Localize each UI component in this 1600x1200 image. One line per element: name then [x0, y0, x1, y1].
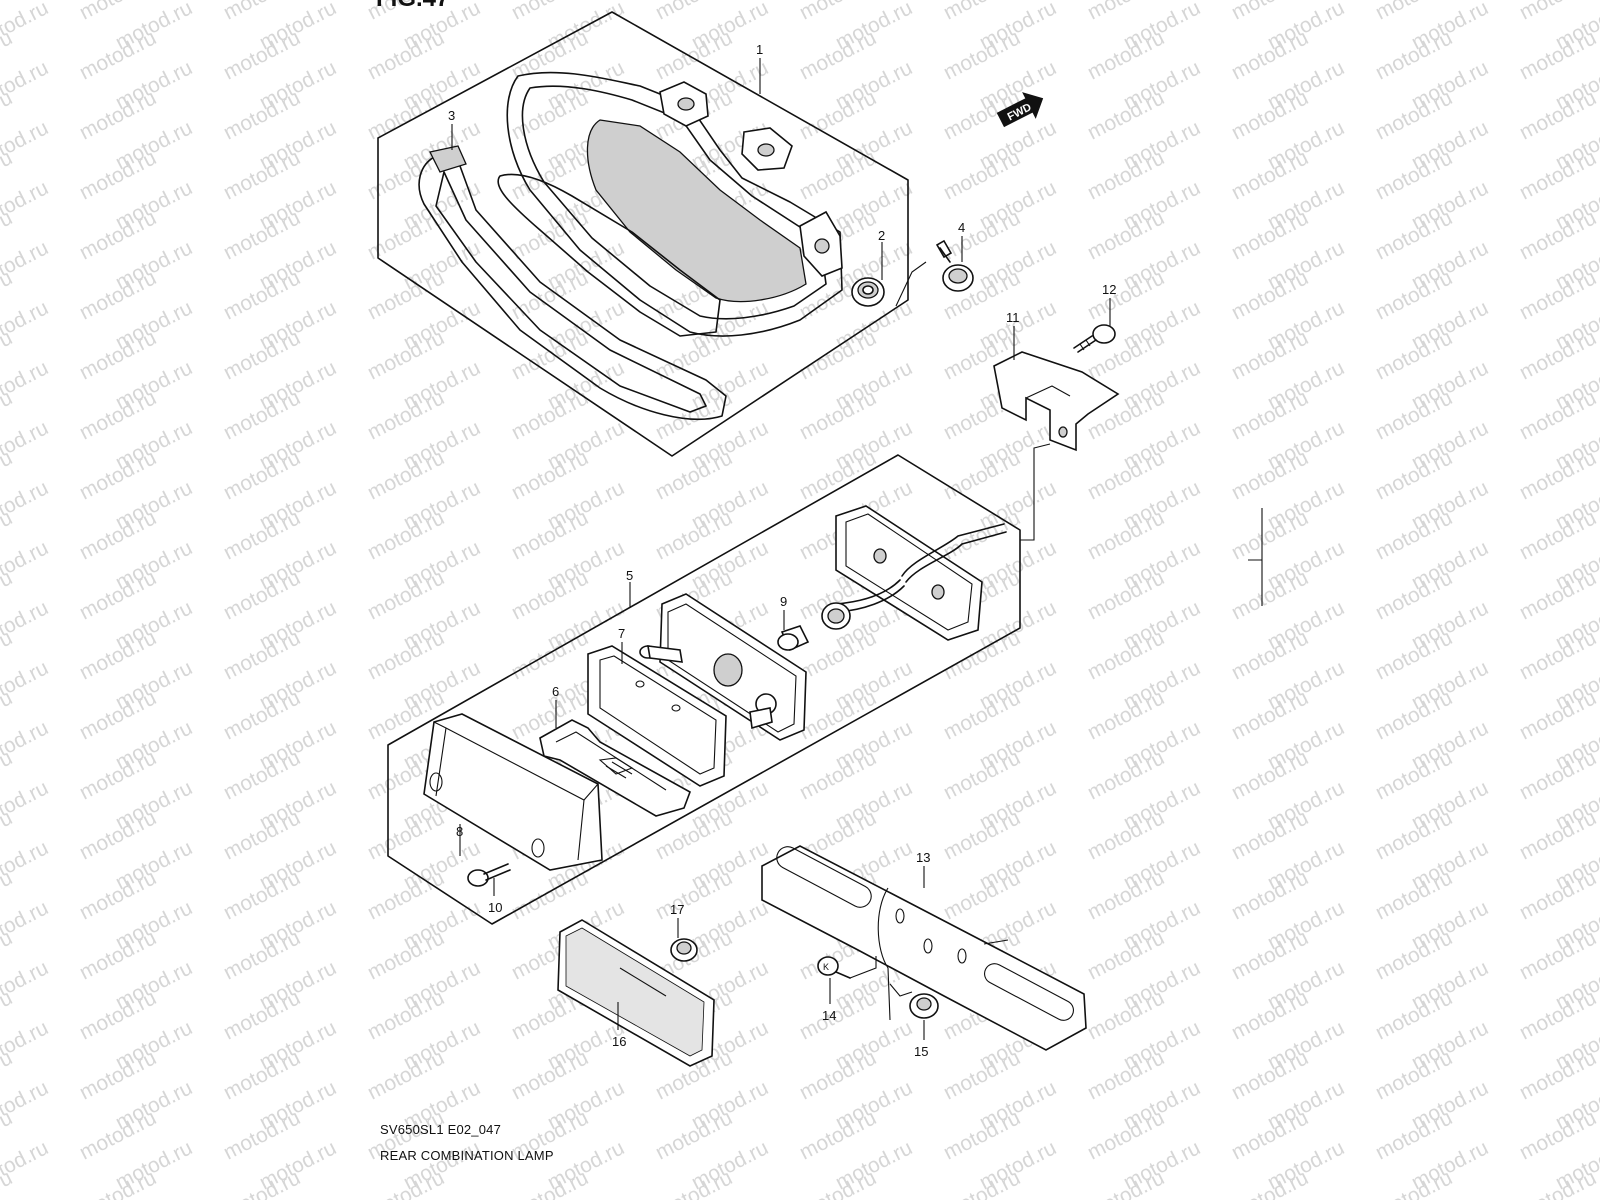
callout-3: 3 — [448, 108, 455, 123]
screw-part-10 — [467, 863, 511, 887]
callout-8: 8 — [456, 824, 463, 839]
grommet-part-2 — [851, 277, 885, 307]
callout-13: 13 — [916, 850, 930, 865]
right-edge-line — [1248, 508, 1263, 606]
plate-bracket-part-13 — [761, 845, 1087, 1051]
callout-5: 5 — [626, 568, 633, 583]
callout-16: 16 — [612, 1034, 626, 1049]
bolt-part-14: K — [817, 956, 877, 979]
callout-leaders — [451, 58, 1111, 1040]
callout-12: 12 — [1102, 282, 1116, 297]
callout-1: 1 — [756, 42, 763, 57]
callout-11: 11 — [1006, 310, 1020, 325]
nut-part-15 — [889, 983, 939, 1019]
watermark-text: motod.ru — [0, 1196, 52, 1200]
callout-9: 9 — [780, 594, 787, 609]
nut-part-17 — [670, 938, 698, 962]
bulb-part-9 — [777, 602, 851, 652]
svg-text:K: K — [823, 962, 829, 972]
callout-2: 2 — [878, 228, 885, 243]
callout-4: 4 — [958, 220, 965, 235]
figure-code: SV650SL1 E02_047 — [380, 1122, 502, 1137]
bolt-part-4 — [895, 239, 974, 307]
lens-gasket-strip — [418, 145, 727, 421]
lamp-base-part-5 — [639, 593, 807, 741]
callout-14: 14 — [822, 1008, 836, 1023]
callout-7: 7 — [618, 626, 625, 641]
callout-6: 6 — [552, 684, 559, 699]
figure-title: FIG.47 — [376, 0, 449, 12]
lens-part-8 — [423, 713, 603, 871]
reflex-reflector-part-16 — [557, 919, 715, 1067]
callout-15: 15 — [914, 1044, 928, 1059]
upper-assembly-box — [377, 11, 909, 457]
tail-lamp-housing — [497, 71, 843, 337]
callout-labels: 1 2 3 4 5 6 7 8 9 10 11 12 13 14 15 16 1… — [448, 42, 1116, 1059]
lower-assembly-box — [387, 454, 1021, 925]
reflector-part-6 — [539, 719, 691, 817]
callout-17: 17 — [670, 902, 684, 917]
screw-part-12 — [1073, 324, 1116, 353]
leader-bracket-to-lamp — [1020, 443, 1051, 541]
callout-10: 10 — [488, 900, 502, 915]
bracket-part-11 — [993, 351, 1120, 452]
figure-name: REAR COMBINATION LAMP — [380, 1148, 554, 1163]
license-lamp-holder — [835, 505, 1007, 641]
gasket-part-7 — [587, 645, 727, 787]
